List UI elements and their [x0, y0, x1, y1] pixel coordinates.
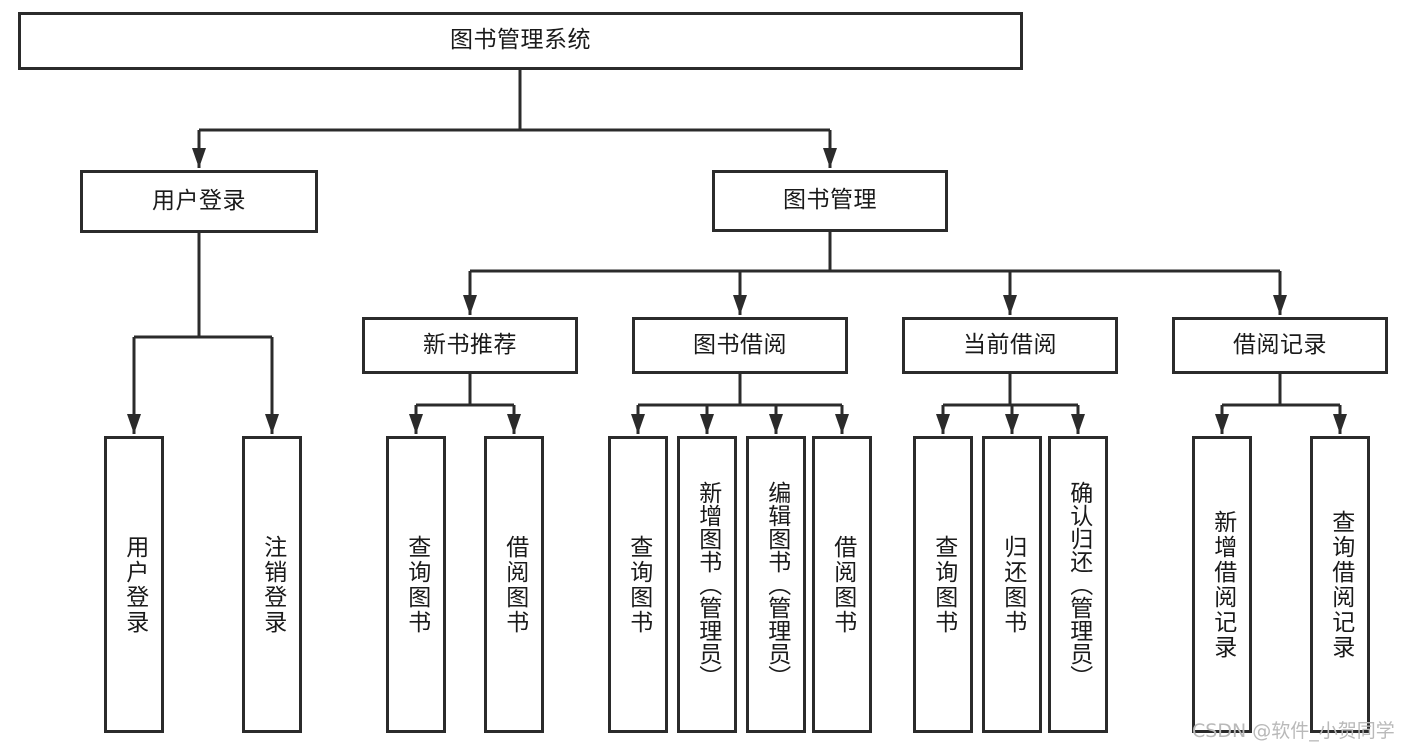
borrow-to-leaves-arrow-1 — [700, 414, 714, 434]
leaf-node-12[interactable]: 查询借阅记录 — [1310, 436, 1370, 733]
node-label: 用户登录 — [152, 187, 246, 214]
node-label: 借阅记录 — [1233, 331, 1327, 358]
node-label: 图书管理 — [783, 187, 877, 214]
current-borrow-to-leaves-arrow-1 — [1005, 414, 1019, 434]
level3-node-0[interactable]: 新书推荐 — [362, 317, 578, 374]
borrow-to-leaves-arrow-0 — [631, 414, 645, 434]
level3-node-2[interactable]: 当前借阅 — [902, 317, 1118, 374]
user-login-to-leaves-arrow-1 — [265, 414, 279, 434]
current-borrow-to-leaves-arrow-0 — [936, 414, 950, 434]
book-mgmt-to-level3-arrow-3 — [1273, 295, 1287, 315]
node-label: 当前借阅 — [963, 331, 1057, 358]
leaf-node-4[interactable]: 查询图书 — [608, 436, 668, 733]
level2-node-1[interactable]: 图书管理 — [712, 170, 948, 232]
node-label: 新增借阅记录 — [1209, 509, 1236, 660]
node-label: 编辑图书（管理员） — [763, 481, 790, 688]
leaf-node-2[interactable]: 查询图书 — [386, 436, 446, 733]
new-book-to-leaves-arrow-0 — [409, 414, 423, 434]
leaf-node-9[interactable]: 归还图书 — [982, 436, 1042, 733]
borrow-to-leaves-arrow-3 — [835, 414, 849, 434]
leaf-node-7[interactable]: 借阅图书 — [812, 436, 872, 733]
node-label: 新书推荐 — [423, 331, 517, 358]
node-label: 图书借阅 — [693, 331, 787, 358]
borrow-record-to-leaves-arrow-0 — [1215, 414, 1229, 434]
node-label: 借阅图书 — [501, 534, 528, 635]
node-label: 查询借阅记录 — [1327, 509, 1354, 660]
level3-node-1[interactable]: 图书借阅 — [632, 317, 848, 374]
node-label: 归还图书 — [999, 534, 1026, 635]
leaf-node-6[interactable]: 编辑图书（管理员） — [746, 436, 806, 733]
node-label: 图书管理系统 — [450, 27, 591, 54]
node-label: 查询图书 — [930, 534, 957, 635]
level3-node-3[interactable]: 借阅记录 — [1172, 317, 1388, 374]
borrow-to-leaves-arrow-2 — [769, 414, 783, 434]
new-book-to-leaves-arrow-1 — [507, 414, 521, 434]
node-label: 用户登录 — [121, 534, 148, 635]
node-label: 新增图书（管理员） — [694, 481, 721, 688]
book-mgmt-to-level3-arrow-1 — [733, 295, 747, 315]
user-login-to-leaves-arrow-0 — [127, 414, 141, 434]
level2-node-0[interactable]: 用户登录 — [80, 170, 318, 233]
current-borrow-to-leaves-arrow-2 — [1071, 414, 1085, 434]
book-mgmt-to-level3-arrow-2 — [1003, 295, 1017, 315]
root-node-book-management-system[interactable]: 图书管理系统 — [18, 12, 1023, 70]
leaf-node-10[interactable]: 确认归还（管理员） — [1048, 436, 1108, 733]
node-label: 查询图书 — [625, 534, 652, 635]
root-to-level2-arrow-0 — [192, 148, 206, 168]
leaf-node-8[interactable]: 查询图书 — [913, 436, 973, 733]
root-to-level2-arrow-1 — [823, 148, 837, 168]
csdn-watermark: CSDN @软件_小贺同学 — [1192, 720, 1395, 742]
leaf-node-11[interactable]: 新增借阅记录 — [1192, 436, 1252, 733]
node-label: 查询图书 — [403, 534, 430, 635]
node-label: 确认归还（管理员） — [1065, 481, 1092, 688]
borrow-record-to-leaves-arrow-1 — [1333, 414, 1347, 434]
leaf-node-3[interactable]: 借阅图书 — [484, 436, 544, 733]
leaf-node-5[interactable]: 新增图书（管理员） — [677, 436, 737, 733]
connector-group — [127, 70, 1347, 434]
node-label: 借阅图书 — [829, 534, 856, 635]
leaf-node-0[interactable]: 用户登录 — [104, 436, 164, 733]
node-label: 注销登录 — [259, 534, 286, 635]
book-mgmt-to-level3-arrow-0 — [463, 295, 477, 315]
leaf-node-1[interactable]: 注销登录 — [242, 436, 302, 733]
